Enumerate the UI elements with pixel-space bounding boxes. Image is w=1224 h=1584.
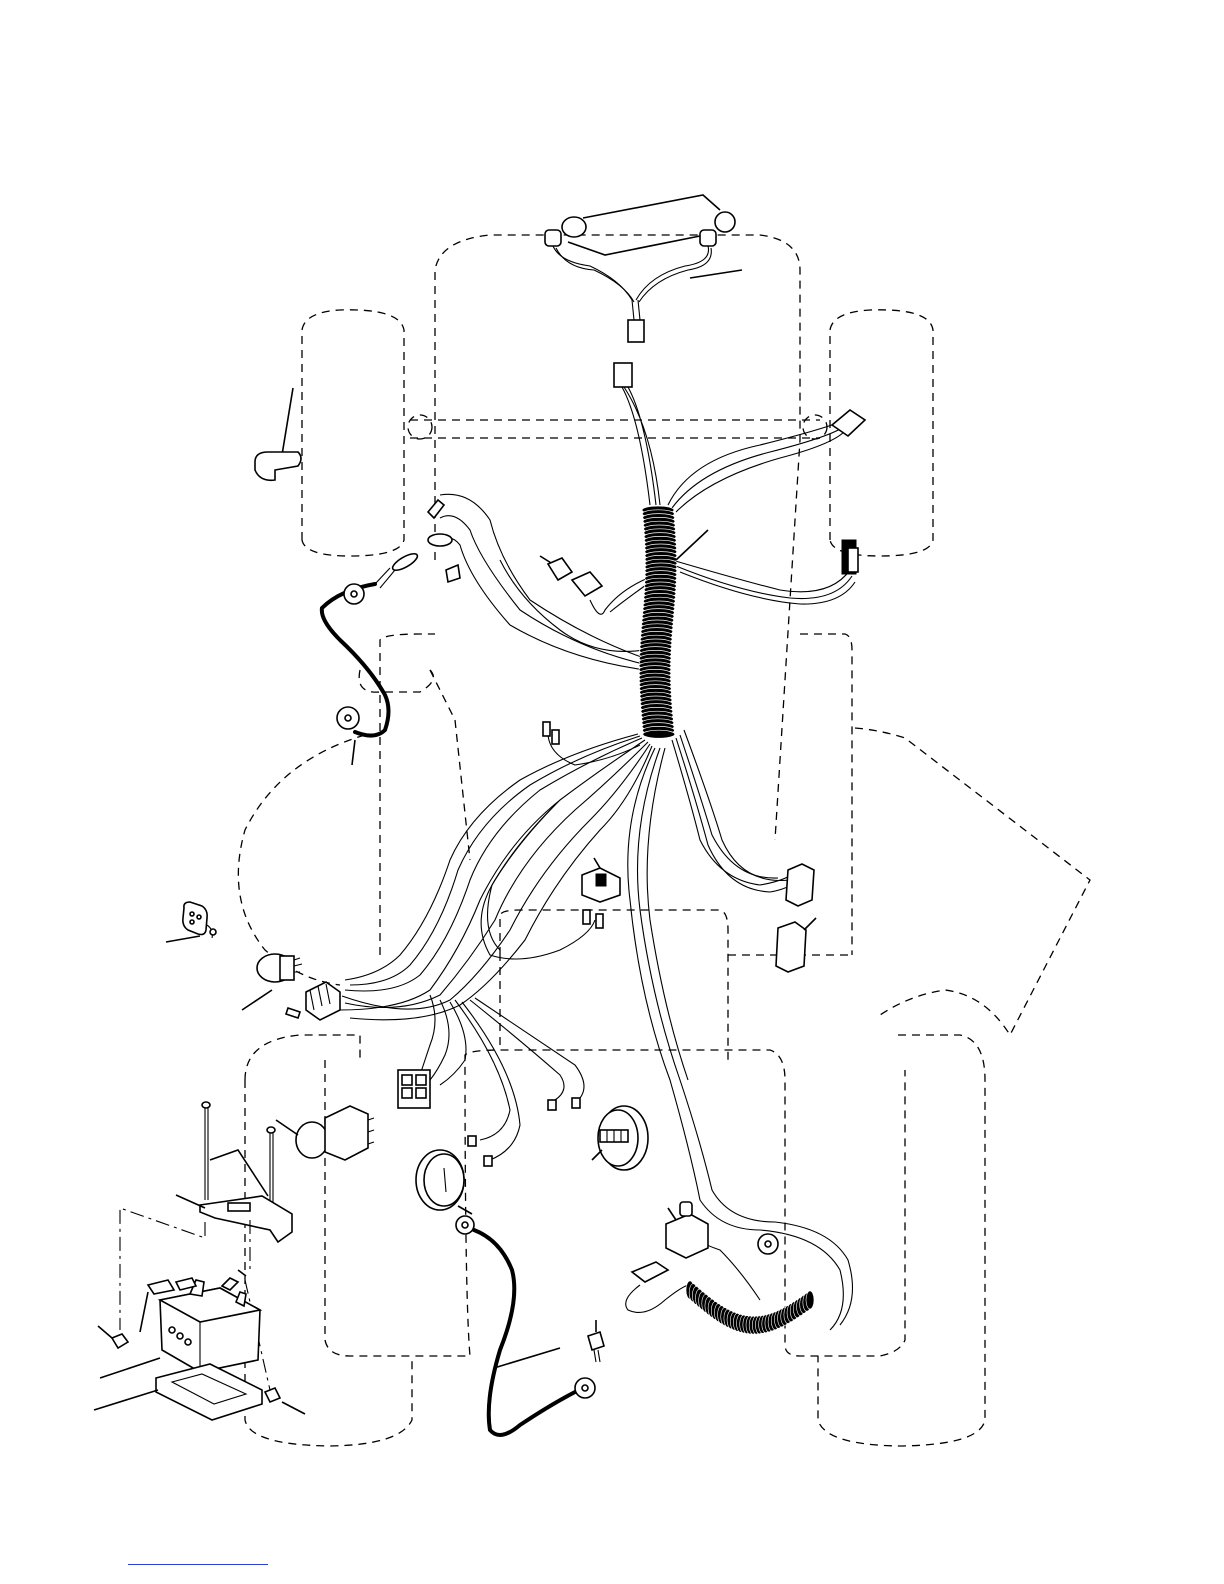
ignition-key bbox=[166, 902, 216, 942]
ignition-switch bbox=[242, 954, 340, 1020]
seat-safety-switch bbox=[582, 858, 620, 928]
pto-switch bbox=[276, 1106, 374, 1160]
coiled-cable-ring bbox=[806, 1291, 814, 1309]
fuse-holder bbox=[540, 556, 602, 596]
coiled-cable bbox=[686, 1281, 814, 1334]
cable-clip bbox=[255, 388, 301, 480]
ground-wire bbox=[322, 551, 420, 765]
footer-link-underline bbox=[128, 1564, 268, 1565]
headlight-assembly bbox=[545, 195, 742, 302]
front-left-connectors bbox=[428, 500, 460, 582]
hour-meter bbox=[548, 1098, 648, 1170]
ammeter bbox=[416, 1136, 492, 1210]
loom-leader bbox=[676, 530, 708, 560]
battery-cable bbox=[456, 1206, 595, 1435]
tractor-outline bbox=[238, 235, 1090, 1446]
loom-coil-ring bbox=[643, 730, 675, 738]
battery-holddown bbox=[176, 1102, 292, 1242]
headlight-harness-connector bbox=[614, 300, 644, 387]
ground-bolt bbox=[588, 1320, 604, 1362]
pto-connectors bbox=[543, 722, 559, 744]
front-right-connector bbox=[832, 410, 865, 574]
headlight-switch bbox=[398, 1070, 430, 1108]
battery-tray bbox=[94, 1358, 262, 1420]
wire-loom bbox=[639, 506, 677, 738]
battery bbox=[120, 1208, 270, 1390]
